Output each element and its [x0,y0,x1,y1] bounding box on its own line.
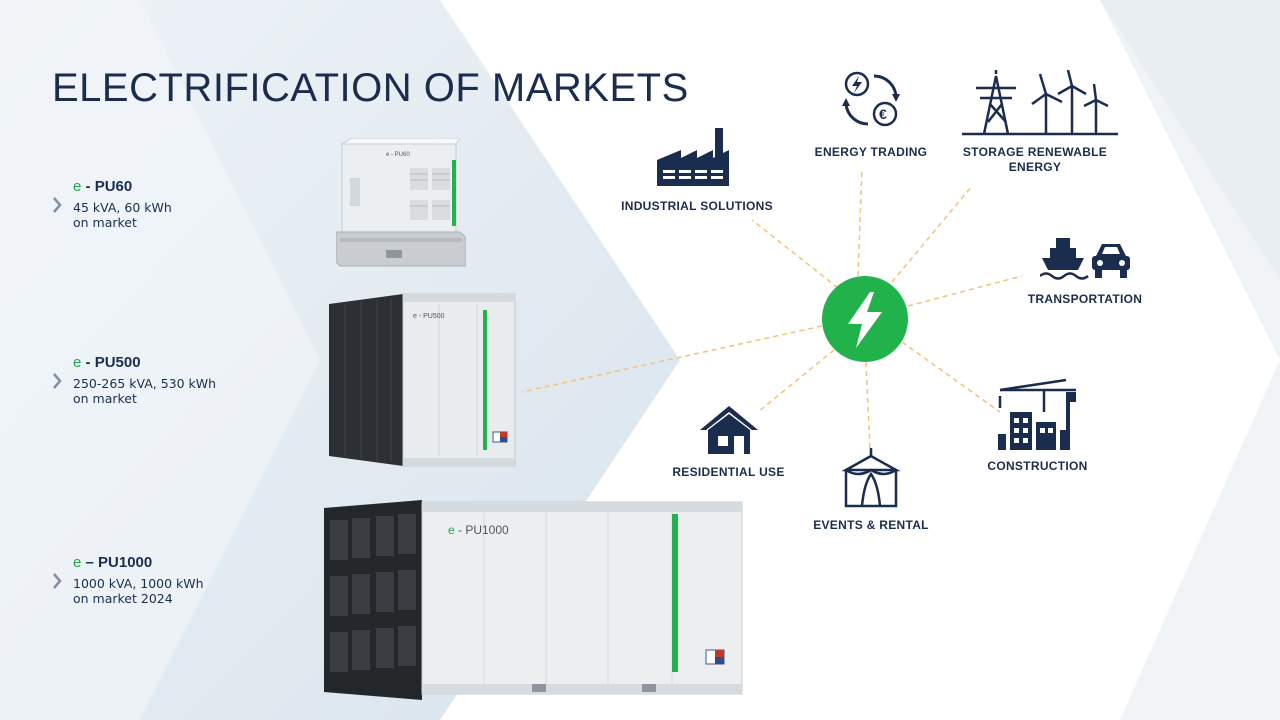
lightning-icon [848,292,882,348]
renewable-icon [962,70,1118,136]
product-spec: 1000 kVA, 1000 kWh [73,576,204,591]
market-label-transportation: TRANSPORTATION [1027,292,1143,306]
factory-icon [657,128,729,186]
product-status: on market [73,215,137,230]
energy-trading-icon: € [842,71,900,127]
svg-text:€: € [879,106,887,122]
market-label-residential: RESIDENTIAL USE [672,465,785,479]
product-spec: 45 kVA, 60 kWh [73,200,172,215]
chevron-right-icon [53,373,62,389]
slide-title: ELECTRIFICATION OF MARKETS [52,66,689,110]
construction-icon [998,378,1076,450]
house-icon [700,406,758,454]
pu500-label: e - PU500 [413,313,445,320]
product-spec: 250-265 kVA, 530 kWh [73,376,217,391]
market-label-construction: CONSTRUCTION [987,459,1088,473]
pu1000-prefix: e [448,523,455,537]
energy-hub [822,276,908,362]
tent-icon [842,448,900,508]
product-name: e - PU60 [73,178,133,195]
product-status: on market 2024 [73,591,173,606]
product-status: on market [73,391,137,406]
product-name: e – PU1000 [73,554,153,571]
pu60-label: e - PU60 [386,152,410,158]
chevron-right-icon [53,197,62,213]
transport-icon [1040,238,1130,280]
market-label-industrial: INDUSTRIAL SOLUTIONS [621,199,773,213]
market-label-events-rental: EVENTS & RENTAL [813,518,929,532]
pu1000-label: - PU1000 [458,523,509,537]
chevron-right-icon [53,573,62,589]
pu500-unit-image: e - PU500 [329,293,516,467]
pu60-unit-image: e - PU60 [336,138,466,267]
market-label-energy-trading: ENERGY TRADING [814,145,928,159]
pu1000-unit-image: e - PU1000 [324,500,743,700]
product-name: e - PU500 [73,354,141,371]
